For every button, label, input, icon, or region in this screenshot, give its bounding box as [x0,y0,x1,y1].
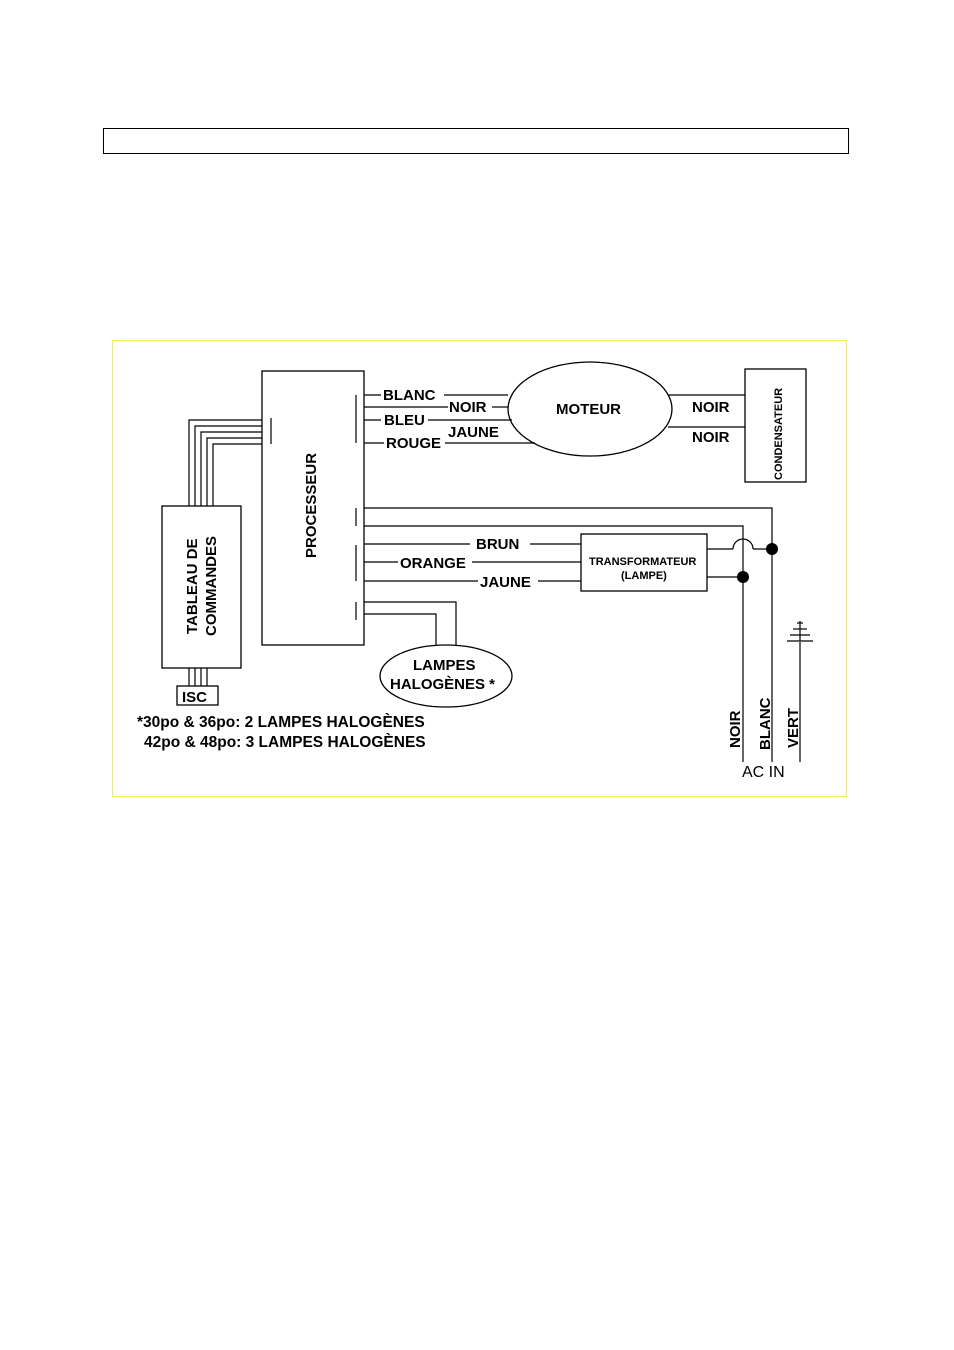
ac-in-blanc-label: BLANC [757,697,774,750]
wire-label-jaune-transformer: JAUNE [480,574,531,591]
isc-leads [189,668,207,686]
transformer-label-2: (LAMPE) [621,570,667,582]
ac-in-label: AC IN [742,764,785,781]
motor-label: MOTEUR [556,401,621,418]
transformer-label-1: TRANSFORMATEUR [589,556,696,568]
ac-in-vert-label: VERT [785,708,802,748]
lamps-label-1: LAMPES [413,657,476,674]
wire-label-orange: ORANGE [400,555,466,572]
ribbon-cable [189,420,262,506]
capacitor-label: CONDENSATEUR [773,388,785,480]
wire-label-jaune-motor: JAUNE [448,424,499,441]
ac-in-noir-label: NOIR [727,710,744,748]
ground-icon [787,621,813,641]
wire-label-rouge: ROUGE [386,435,441,452]
lamps-label-2: HALOGÈNES * [390,676,495,693]
wire-label-bleu: BLEU [384,412,425,429]
control-panel-label-1: TABLEAU DE [184,538,201,634]
junction-dot-noir [737,571,749,583]
wire-label-brun: BRUN [476,536,519,553]
processor-label: PROCESSEUR [303,453,320,558]
isc-label: ISC [182,689,207,706]
note-line-2: 42po & 48po: 3 LAMPES HALOGÈNES [144,734,426,751]
control-panel-box [162,506,241,668]
note-line-1: *30po & 36po: 2 LAMPES HALOGÈNES [137,714,425,731]
wire-label-noir-motor: NOIR [449,399,487,416]
junction-dot-blanc [766,543,778,555]
control-panel-label-2: COMMANDES [203,536,220,636]
wire-label-noir-cap-bottom: NOIR [692,429,730,446]
wire-label-noir-cap-top: NOIR [692,399,730,416]
wire-label-blanc: BLANC [383,387,436,404]
